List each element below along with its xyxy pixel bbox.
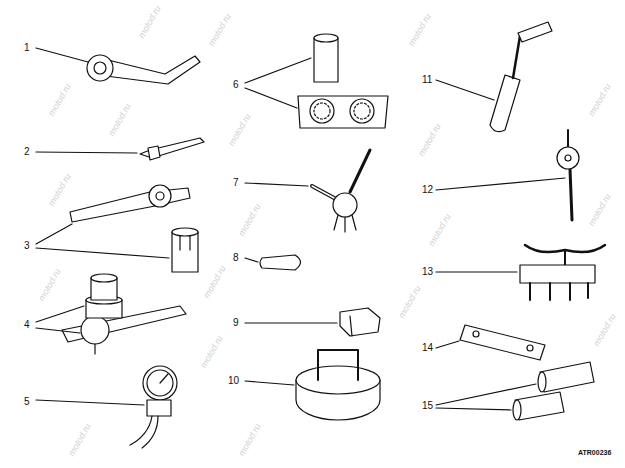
callout-number: 8 (233, 253, 239, 263)
watermark: motod.ru (237, 422, 263, 457)
watermark: motod.ru (397, 284, 423, 319)
callout-number: 5 (24, 397, 30, 407)
callout-number: 13 (422, 267, 433, 277)
callout-number: 3 (24, 241, 30, 251)
watermark: motod.ru (47, 172, 73, 207)
callout-number: 2 (24, 147, 30, 157)
watermark: motod.ru (417, 122, 443, 157)
watermark: motod.ru (107, 102, 133, 137)
watermark: motod.ru (587, 82, 613, 117)
callout-number: 4 (24, 320, 30, 330)
callout-number: 12 (422, 185, 433, 195)
watermark: motod.ru (47, 82, 73, 117)
watermark: motod.ru (67, 422, 93, 457)
watermark: motod.ru (407, 12, 433, 47)
callout-number: 1 (24, 43, 30, 53)
watermark: motod.ru (592, 312, 618, 347)
watermark: motod.ru (237, 202, 263, 237)
callout-number: 14 (422, 343, 433, 353)
callout-number: 7 (233, 178, 239, 188)
callout-number: 9 (233, 318, 239, 328)
watermark: motod.ru (199, 334, 225, 369)
callout-number: 6 (233, 80, 239, 90)
watermark: motod.ru (207, 12, 233, 47)
watermark: motod.ru (202, 264, 228, 299)
callout-number: 11 (422, 75, 432, 85)
callout-number: 10 (228, 376, 239, 386)
watermark: motod.ru (427, 212, 453, 247)
watermark: motod.ru (587, 192, 613, 227)
watermark: motod.ru (227, 112, 253, 147)
watermark: motod.ru (37, 267, 63, 302)
figure-code: ATR00236 (578, 449, 611, 456)
watermark: motod.ru (137, 4, 163, 39)
callout-number: 15 (422, 401, 433, 411)
